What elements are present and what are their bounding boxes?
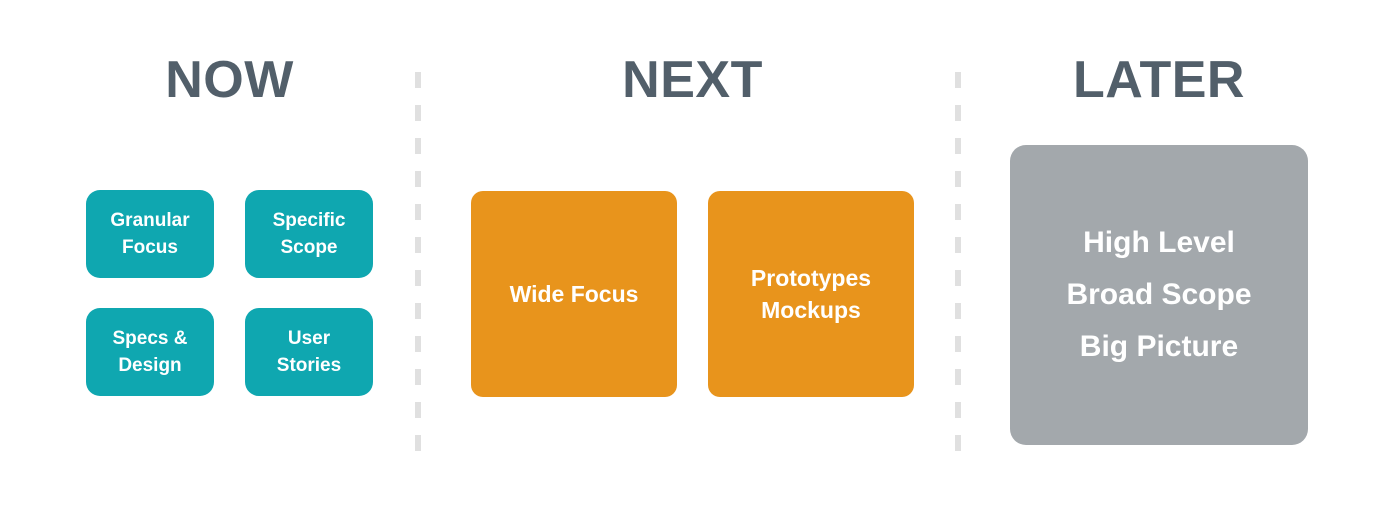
column-title-later: LATER bbox=[1073, 51, 1245, 109]
card-specific-scope: Specific Scope bbox=[245, 190, 373, 278]
card-wide-focus: Wide Focus bbox=[471, 191, 677, 397]
card-prototypes-mockups: Prototypes Mockups bbox=[708, 191, 914, 397]
column-title-next: NEXT bbox=[622, 51, 763, 109]
column-title-now: NOW bbox=[165, 51, 294, 109]
card-specs-design: Specs & Design bbox=[86, 308, 214, 396]
card-granular-focus: Granular Focus bbox=[86, 190, 214, 278]
card-user-stories: User Stories bbox=[245, 308, 373, 396]
dashed-divider-next-later bbox=[955, 72, 961, 456]
dashed-divider-now-next bbox=[415, 72, 421, 456]
card-high-level-broad-scope-big-picture: High Level Broad Scope Big Picture bbox=[1010, 145, 1308, 445]
